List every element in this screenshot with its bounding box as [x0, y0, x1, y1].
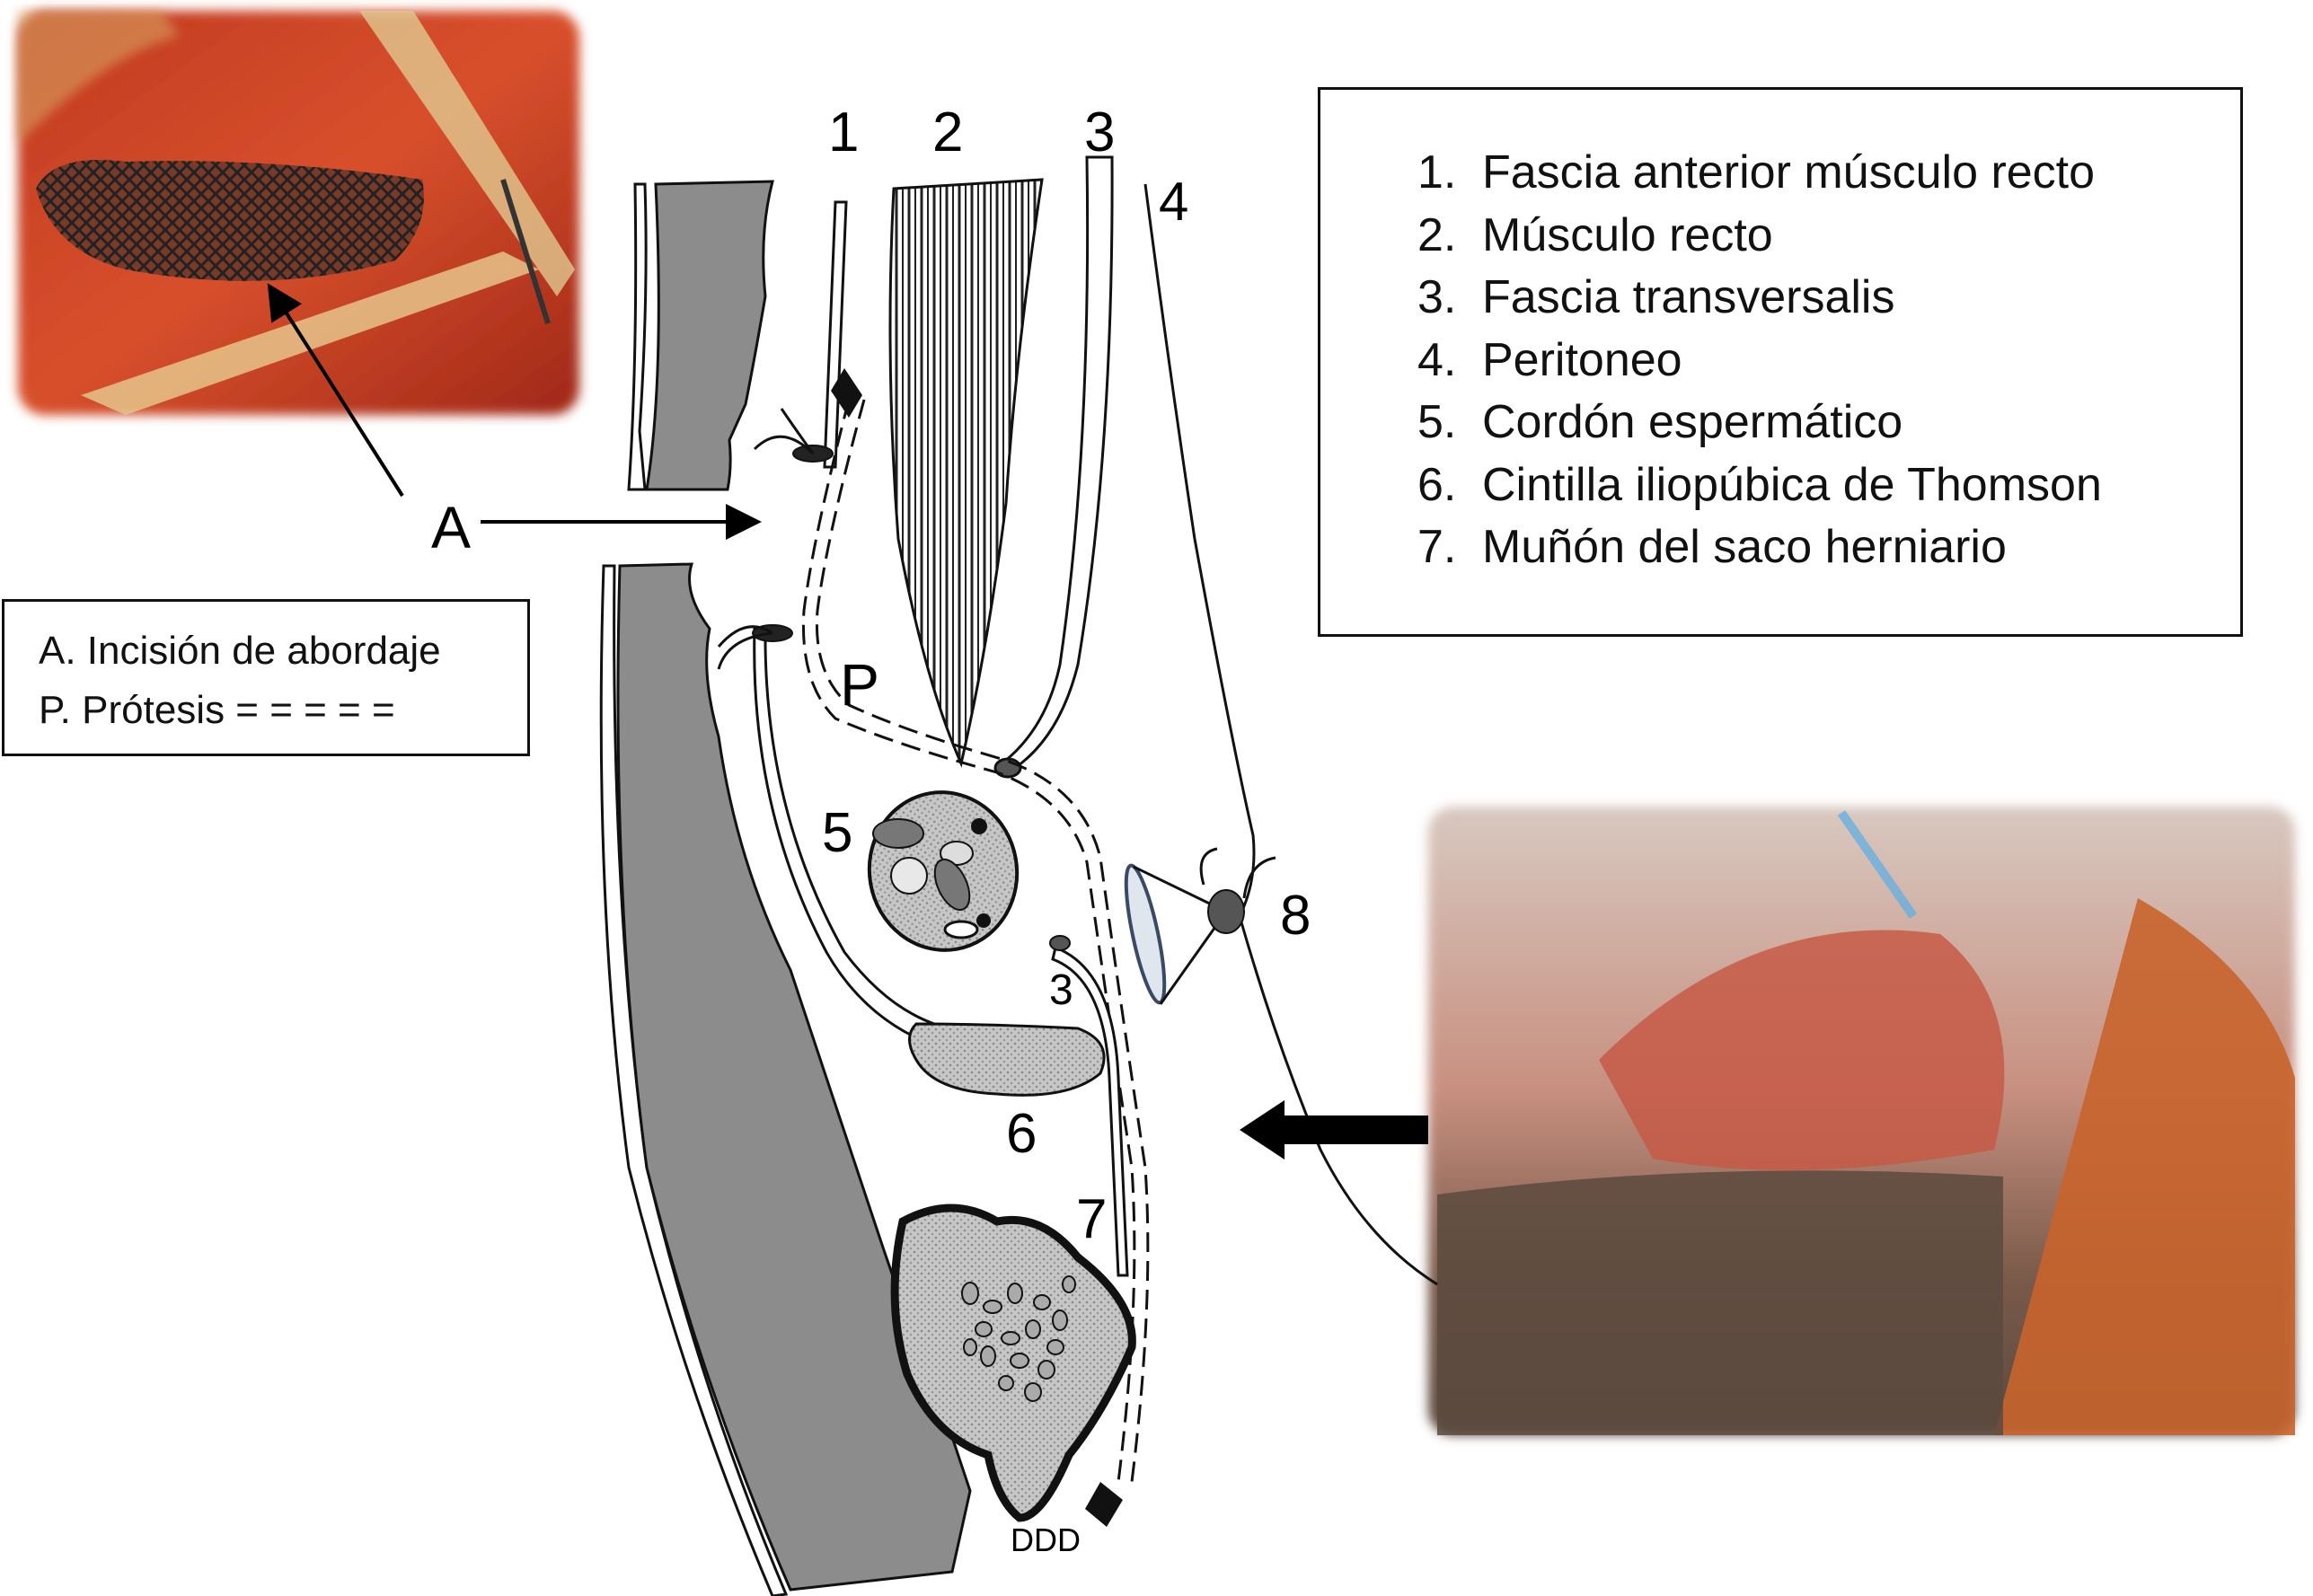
- legend-item: 1.Fascia anterior músculo recto: [1417, 146, 2096, 198]
- legend-list: 1.Fascia anterior músculo recto 2.Múscul…: [1417, 142, 2102, 579]
- prosthesis-mesh: [801, 399, 1150, 1483]
- key-incision: A. Incisión de abordaje: [39, 629, 441, 673]
- peritoneum-line: [1143, 183, 1438, 1286]
- spermatic-cord: [867, 790, 1020, 952]
- label-8: 8: [1280, 885, 1311, 947]
- label-4: 4: [1159, 172, 1188, 232]
- surgical-photo-preperitoneal: [1428, 807, 2295, 1435]
- label-1: 1: [828, 101, 859, 163]
- label-ddd: DDD: [1011, 1521, 1081, 1558]
- peritoneal-cone: [1124, 847, 1276, 1005]
- legend-item: 7.Muñón del saco herniario: [1417, 521, 2007, 573]
- hernia-sac-stump: [890, 1204, 1136, 1522]
- label-p: P: [840, 651, 879, 718]
- label-3-top: 3: [1084, 101, 1115, 163]
- label-3-mid: 3: [1049, 966, 1073, 1014]
- rectus-muscle: [888, 178, 1044, 768]
- label-6: 6: [1006, 1103, 1037, 1165]
- label-5: 5: [822, 802, 852, 864]
- key-box: A. Incisión de abordaje P. Prótesis = = …: [2, 599, 530, 756]
- legend-item: 3.Fascia transversalis: [1417, 271, 1895, 323]
- arrow-photo-to-diagram: [1240, 1100, 1428, 1160]
- iliopubic-tract: [908, 1022, 1106, 1097]
- label-7: 7: [1076, 1188, 1107, 1250]
- legend-item: 2.Músculo recto: [1417, 208, 1773, 261]
- legend-item: 5.Cordón espermático: [1417, 396, 1903, 448]
- legend-item: 4.Peritoneo: [1417, 333, 1682, 386]
- surgical-photo-mesh: [18, 11, 579, 415]
- key-prosthesis: P. Prótesis = = = = =: [39, 688, 395, 732]
- label-2: 2: [932, 101, 963, 163]
- lower-wall-block: [616, 562, 972, 1592]
- upper-wall-block: [645, 180, 774, 491]
- legend-box: 1.Fascia anterior músculo recto 2.Múscul…: [1318, 87, 2243, 637]
- legend-item: 6.Cintilla iliopúbica de Thomson: [1417, 458, 2102, 511]
- label-a: A: [431, 494, 471, 560]
- arrow-a-to-photo: [267, 283, 404, 498]
